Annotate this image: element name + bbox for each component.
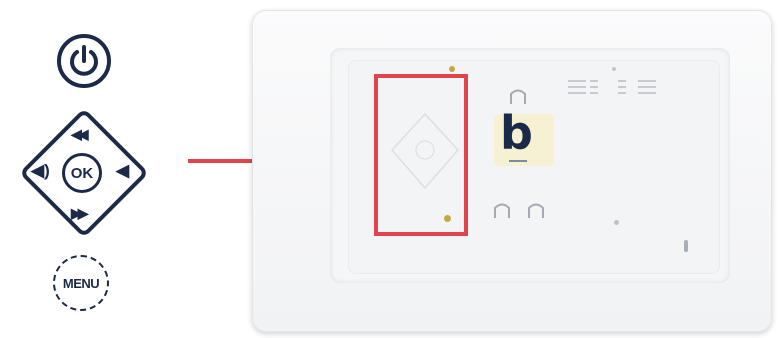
hook-icon [508,88,528,106]
indicator-dot [444,215,451,222]
volume-up-button[interactable]: ◀) [31,162,50,179]
brand-label-text-mark [509,160,527,162]
screw-dot [614,220,619,225]
volume-down-icon: ◀ [116,161,129,180]
volume-down-button[interactable]: ◀ [116,162,129,179]
ok-button[interactable]: OK [62,153,102,193]
highlight-box [374,74,468,236]
volume-up-icon: ◀) [31,161,50,180]
hook-icon [492,202,512,220]
hook-icon [526,202,546,220]
menu-button[interactable]: MENU [53,255,109,311]
fast-forward-icon: ▶▶ [71,205,85,221]
power-button[interactable] [57,34,111,88]
indicator-dot [612,67,616,71]
brand-logo: b [500,110,533,156]
ok-label: OK [71,165,94,182]
dpad: ◀◀ ▶▶ ◀) ◀ OK [8,97,160,249]
rewind-icon: ◀◀ [71,126,85,142]
rewind-button[interactable]: ◀◀ [71,127,85,141]
fast-forward-button[interactable]: ▶▶ [71,206,85,220]
menu-label: MENU [63,276,99,291]
power-icon [61,38,107,84]
slot-mark [684,240,688,252]
indicator-dot [449,66,455,72]
